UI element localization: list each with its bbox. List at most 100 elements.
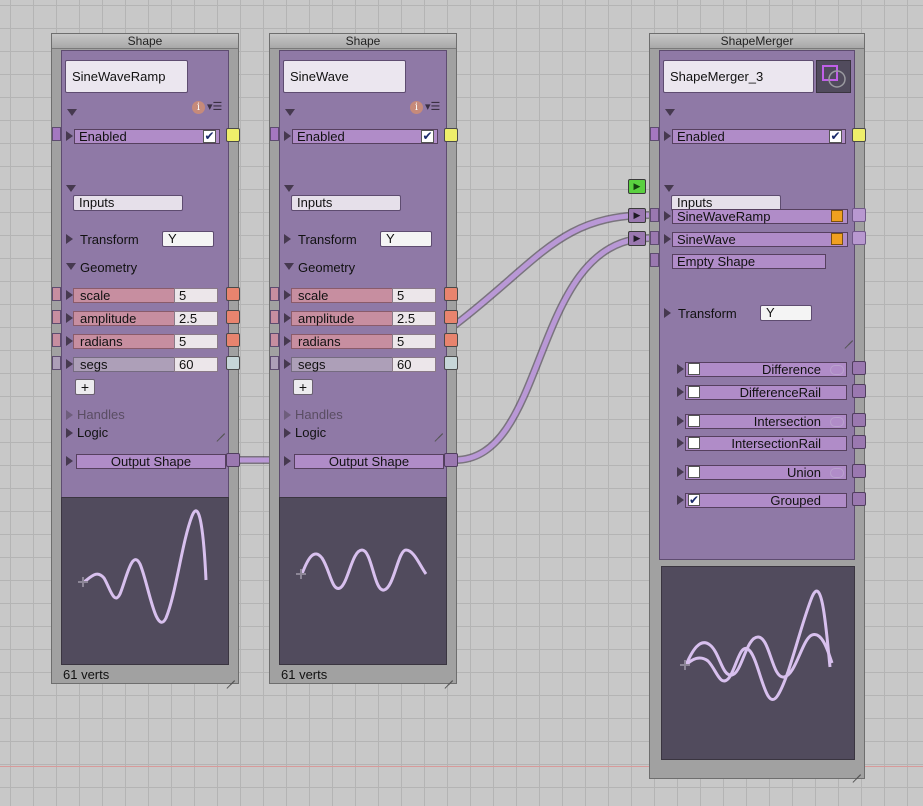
radians-input-port[interactable] <box>270 333 279 347</box>
radians-expand-arrow-icon[interactable] <box>66 336 73 346</box>
inputs-play-button[interactable]: ▶ <box>628 179 646 194</box>
amplitude-output-port[interactable] <box>226 310 240 324</box>
scale-output-port[interactable] <box>444 287 458 301</box>
input-sinewave-out-port[interactable] <box>852 231 866 245</box>
amplitude-expand-arrow-icon[interactable] <box>284 313 291 323</box>
logic-expand-arrow-icon[interactable] <box>66 428 73 438</box>
add-param-button[interactable]: + <box>293 379 313 395</box>
enabled-output-port[interactable] <box>852 128 866 142</box>
input-sinewave-play-button[interactable]: ▶ <box>628 231 646 246</box>
transform-axis-dropdown[interactable]: Y <box>380 231 432 247</box>
intersectionrail-checkbox[interactable] <box>688 437 700 449</box>
empty-shape-slot[interactable]: Empty Shape <box>672 254 826 269</box>
scale-input-port[interactable] <box>270 287 279 301</box>
op-difference[interactable]: Difference <box>685 362 847 377</box>
op-union[interactable]: Union <box>685 465 847 480</box>
add-param-button[interactable]: + <box>75 379 95 395</box>
transform-axis-dropdown[interactable]: Y <box>162 231 214 247</box>
differencerail-checkbox[interactable] <box>688 386 700 398</box>
empty-shape-port[interactable] <box>650 253 659 267</box>
op-grouped[interactable]: ✔ Grouped <box>685 493 847 508</box>
collapse-arrow-icon[interactable] <box>285 109 295 116</box>
output-shape-port[interactable] <box>444 453 458 467</box>
inputs-collapse-arrow-icon[interactable] <box>284 185 294 192</box>
shape-node-sinewave[interactable]: Shape SineWave i ▾☰ Enabled ✔ Inputs Tra… <box>269 33 458 684</box>
menu-icon[interactable]: ▾☰ <box>425 101 441 113</box>
collapse-arrow-icon[interactable] <box>67 109 77 116</box>
output-shape-port[interactable] <box>226 453 240 467</box>
enabled-toggle-bar[interactable]: Enabled <box>292 129 438 144</box>
node-name-field[interactable]: SineWaveRamp <box>65 60 188 93</box>
param-scale-value[interactable]: 5 <box>174 288 218 303</box>
input-sinewaveramp-port[interactable] <box>650 208 659 222</box>
differencerail-output-port[interactable] <box>852 384 866 398</box>
union-arrow-icon[interactable] <box>677 467 684 477</box>
collapse-arrow-icon[interactable] <box>665 109 675 116</box>
transform-axis-dropdown[interactable]: Y <box>760 305 812 321</box>
param-scale-value[interactable]: 5 <box>392 288 436 303</box>
inputs-button[interactable]: Inputs <box>73 195 183 211</box>
radians-output-port[interactable] <box>226 333 240 347</box>
enabled-output-port[interactable] <box>226 128 240 142</box>
geometry-collapse-arrow-icon[interactable] <box>284 263 294 270</box>
enabled-toggle-bar[interactable]: Enabled <box>74 129 220 144</box>
enabled-input-port[interactable] <box>52 127 61 141</box>
input-sinewaveramp-arrow-icon[interactable] <box>664 211 671 221</box>
param-radians-value[interactable]: 5 <box>174 334 218 349</box>
scale-input-port[interactable] <box>52 287 61 301</box>
enabled-toggle-bar[interactable]: Enabled <box>672 129 846 144</box>
difference-checkbox[interactable] <box>688 363 700 375</box>
union-checkbox[interactable] <box>688 466 700 478</box>
grouped-checkbox[interactable]: ✔ <box>688 493 700 507</box>
transform-expand-arrow-icon[interactable] <box>66 234 73 244</box>
difference-arrow-icon[interactable] <box>677 364 684 374</box>
op-differencerail[interactable]: DifferenceRail <box>685 385 847 400</box>
amplitude-expand-arrow-icon[interactable] <box>66 313 73 323</box>
inputs-collapse-arrow-icon[interactable] <box>664 185 674 192</box>
enabled-checkbox[interactable]: ✔ <box>203 129 216 143</box>
node-resize-grip-icon[interactable] <box>224 670 236 682</box>
enabled-output-port[interactable] <box>444 128 458 142</box>
enabled-checkbox[interactable]: ✔ <box>421 129 434 143</box>
segs-output-port[interactable] <box>226 356 240 370</box>
param-radians-value[interactable]: 5 <box>392 334 436 349</box>
output-expand-arrow-icon[interactable] <box>66 456 73 466</box>
segs-expand-arrow-icon[interactable] <box>66 359 73 369</box>
input-sinewave-arrow-icon[interactable] <box>664 234 671 244</box>
section-resize-grip-icon[interactable] <box>214 423 226 435</box>
scale-output-port[interactable] <box>226 287 240 301</box>
input-sinewave[interactable]: SineWave <box>672 232 848 247</box>
intersectionrail-output-port[interactable] <box>852 435 866 449</box>
intersection-arrow-icon[interactable] <box>677 416 684 426</box>
transform-expand-arrow-icon[interactable] <box>664 308 671 318</box>
grouped-arrow-icon[interactable] <box>677 495 684 505</box>
inputs-collapse-arrow-icon[interactable] <box>66 185 76 192</box>
expand-arrow-icon[interactable] <box>284 131 291 141</box>
expand-arrow-icon[interactable] <box>66 131 73 141</box>
output-shape-bar[interactable]: Output Shape <box>294 454 444 469</box>
output-expand-arrow-icon[interactable] <box>284 456 291 466</box>
amplitude-input-port[interactable] <box>270 310 279 324</box>
grouped-output-port[interactable] <box>852 492 866 506</box>
segs-expand-arrow-icon[interactable] <box>284 359 291 369</box>
input-sinewaveramp[interactable]: SineWaveRamp <box>672 209 848 224</box>
shape-node-sinewaveramp[interactable]: Shape SineWaveRamp i ▾☰ Enabled ✔ Inputs… <box>51 33 240 684</box>
input-sinewaveramp-play-button[interactable]: ▶ <box>628 208 646 223</box>
enabled-input-port[interactable] <box>650 127 659 141</box>
section-resize-grip-icon[interactable] <box>842 330 854 342</box>
param-segs-value[interactable]: 60 <box>174 357 218 372</box>
param-amplitude-value[interactable]: 2.5 <box>174 311 218 326</box>
segs-input-port[interactable] <box>270 356 279 370</box>
shape-merger-node[interactable]: ShapeMerger ShapeMerger_3 Enabled ✔ Inpu… <box>628 33 866 779</box>
amplitude-input-port[interactable] <box>52 310 61 324</box>
node-resize-grip-icon[interactable] <box>442 670 454 682</box>
info-icon[interactable]: i <box>192 101 205 114</box>
enabled-checkbox[interactable]: ✔ <box>829 129 842 143</box>
scale-expand-arrow-icon[interactable] <box>66 290 73 300</box>
node-resize-grip-icon[interactable] <box>850 764 862 776</box>
intersection-output-port[interactable] <box>852 413 866 427</box>
section-resize-grip-icon[interactable] <box>432 423 444 435</box>
difference-output-port[interactable] <box>852 361 866 375</box>
handles-expand-arrow-icon[interactable] <box>284 410 291 420</box>
input-sinewave-port[interactable] <box>650 231 659 245</box>
